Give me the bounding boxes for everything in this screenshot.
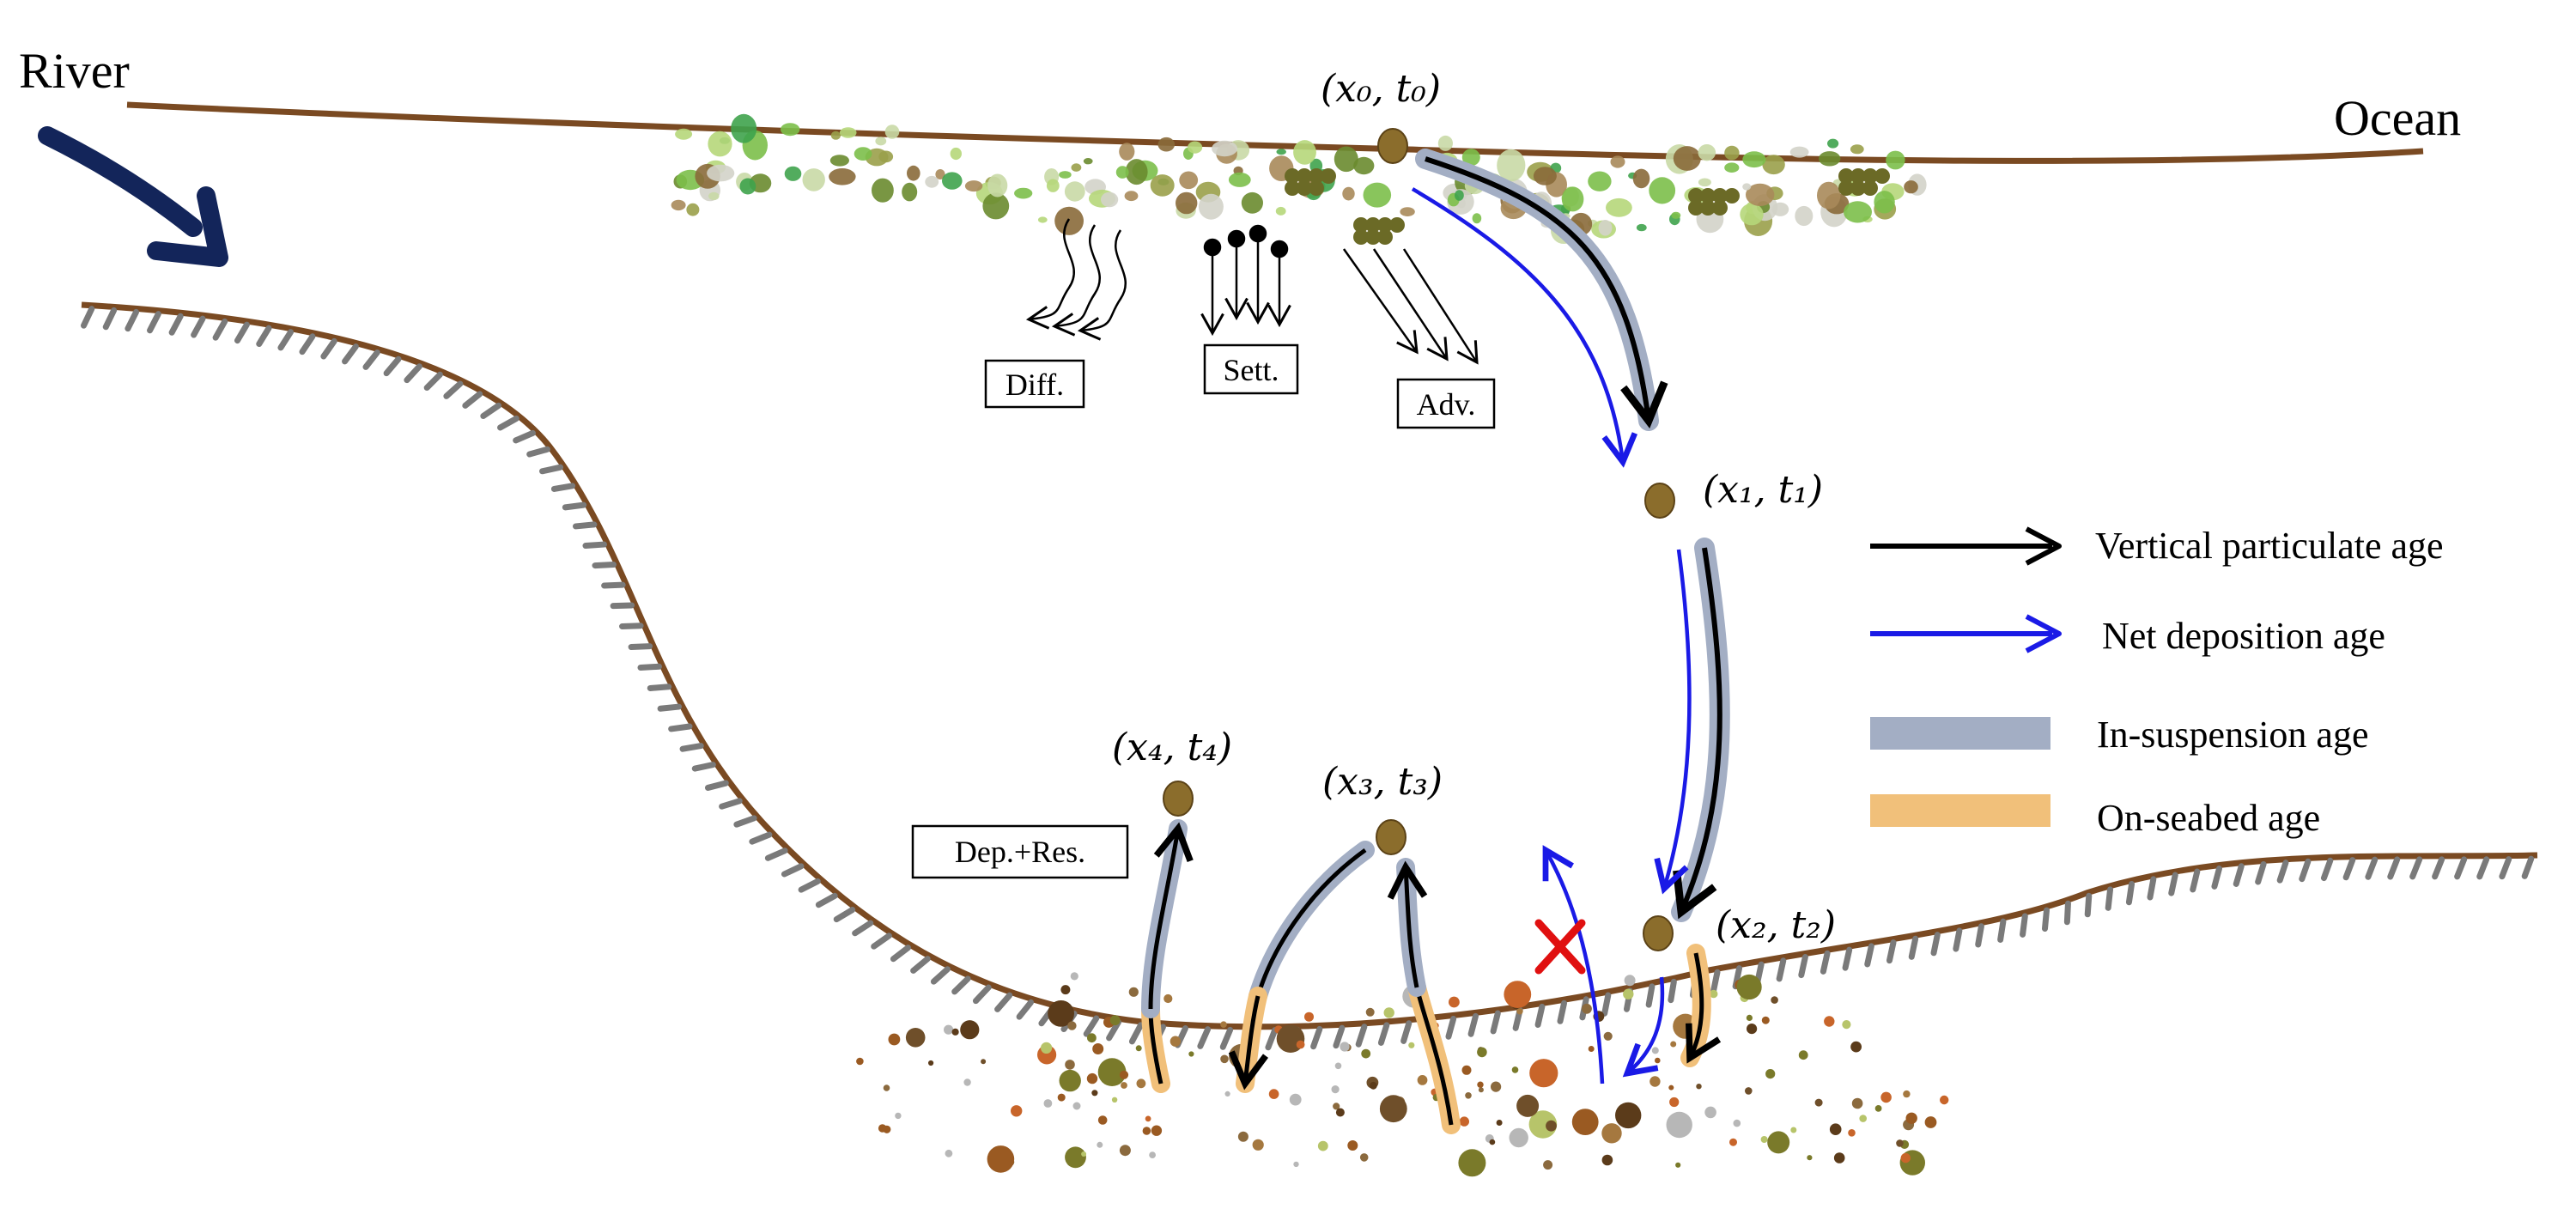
trajectory-x1-x2 <box>1654 538 1730 922</box>
legend-item-vertical: Vertical particulate age <box>1870 525 2444 567</box>
seabed-line <box>81 301 2538 1030</box>
particle-x1 <box>1644 483 1675 519</box>
legend-on-seabed-label: On-seabed age <box>2097 797 2320 839</box>
settling-label: Sett. <box>1223 353 1279 387</box>
legend: Vertical particulate age Net deposition … <box>1870 525 2444 839</box>
deposition-resuspension-box: Dep.+Res. <box>911 824 1129 879</box>
seabed-hatching <box>81 306 2535 1051</box>
legend-item-net-deposition: Net deposition age <box>1870 614 2385 657</box>
particle-x2 <box>1643 915 1674 951</box>
river-inflow-arrow <box>38 126 228 267</box>
point-label-x2: (x₂, t₂) <box>1716 903 1836 947</box>
sea-surface-line <box>126 101 2424 164</box>
dep-res-label: Dep.+Res. <box>955 835 1085 869</box>
particle-points <box>1163 128 1675 951</box>
river-label: River <box>19 43 130 99</box>
particle-x4 <box>1163 781 1194 817</box>
settling-arrows <box>1200 224 1291 337</box>
legend-item-on-seabed: On-seabed age <box>1870 794 2320 839</box>
cross-mark-icon <box>1534 919 1586 975</box>
point-label-x3: (x₃, t₃) <box>1322 760 1443 804</box>
point-label-x0: (x₀, t₀) <box>1321 67 1441 111</box>
settling-box: Sett. <box>1203 343 1299 395</box>
legend-in-suspension-label: In-suspension age <box>2097 714 2369 756</box>
trajectory-seabed-x3 <box>1387 858 1461 1134</box>
trajectory-x3-seabed <box>1228 841 1375 1093</box>
point-label-x1: (x₁, t₁) <box>1703 468 1823 512</box>
advection-arrows <box>1342 248 1479 365</box>
legend-net-deposition-label: Net deposition age <box>2102 615 2385 657</box>
diffusion-label: Diff. <box>1005 368 1064 402</box>
advection-label: Adv. <box>1417 387 1476 422</box>
legend-vertical-label: Vertical particulate age <box>2095 525 2444 567</box>
trajectory-seabed-x4 <box>1141 819 1194 1093</box>
particle-x3 <box>1376 819 1406 855</box>
advection-box: Adv. <box>1396 378 1496 429</box>
trajectory-x2-seabed <box>1622 944 1722 1078</box>
seabed-sediment-cloud <box>856 972 1949 1177</box>
diffusion-arrows <box>1025 218 1127 341</box>
diffusion-box: Diff. <box>984 359 1085 409</box>
blocked-net-deposition-arrow <box>1542 845 1605 1084</box>
legend-item-in-suspension: In-suspension age <box>1870 714 2369 756</box>
ocean-label: Ocean <box>2334 90 2461 146</box>
point-label-x4: (x₄, t₄) <box>1112 726 1232 769</box>
trajectory-x0-x1 <box>1411 149 1668 468</box>
particle-x0 <box>1377 128 1408 164</box>
